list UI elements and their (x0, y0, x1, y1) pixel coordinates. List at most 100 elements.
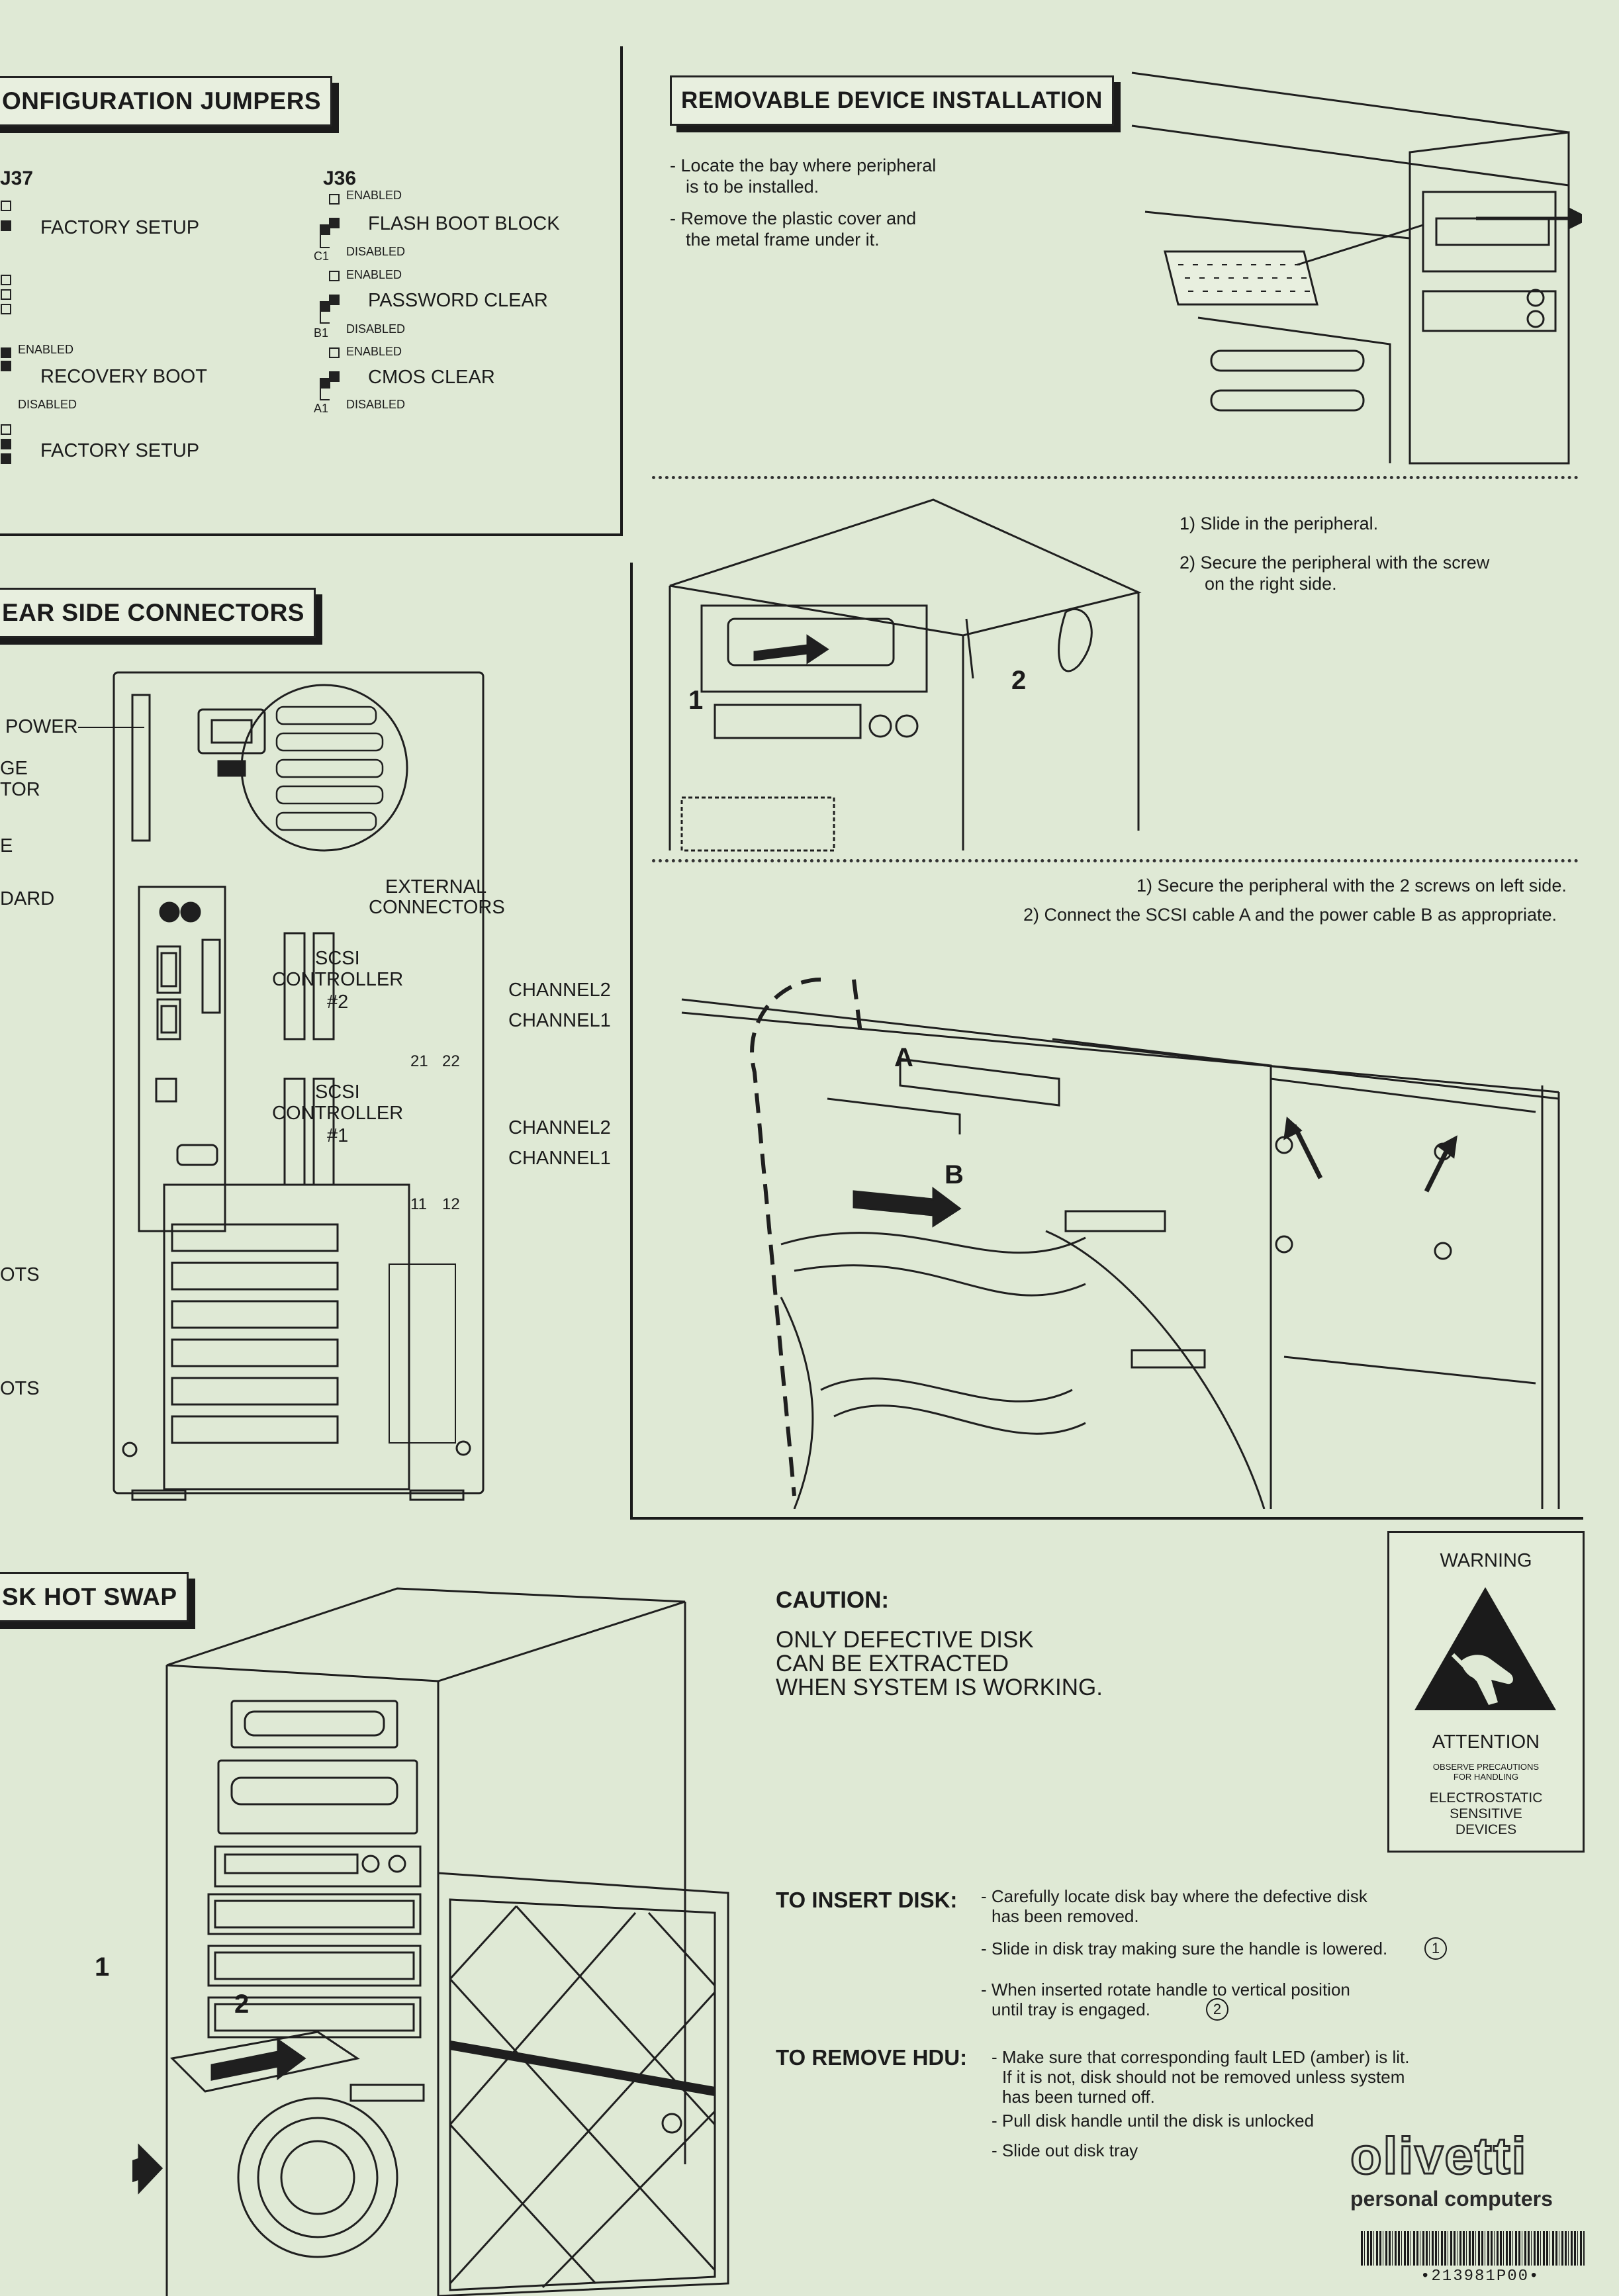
insert-step-1a: - Carefully locate disk bay where the de… (981, 1886, 1367, 1906)
attention-label: ATTENTION (1432, 1731, 1540, 1753)
label-scsi-1-3: #1 (327, 1125, 349, 1146)
j37-label: J37 (0, 167, 34, 189)
remove-step-1c: has been turned off. (1002, 2087, 1155, 2107)
step-remove-cover-2: the metal frame under it. (686, 230, 880, 250)
jumper-cmos-enabled: ENABLED (346, 345, 402, 358)
j36-jumper-pins (320, 194, 340, 400)
olivetti-logo: olivetti (1349, 2126, 1528, 2186)
remove-step-1b: If it is not, disk should not be removed… (1002, 2067, 1405, 2087)
label-scsi-1-2: CONTROLLER (272, 1103, 404, 1124)
label-mouse: E (0, 835, 13, 856)
secure-step-2: 2) Connect the SCSI cable A and the powe… (1023, 905, 1557, 925)
remove-step-1a: - Make sure that corresponding fault LED… (992, 2047, 1410, 2067)
caution-title: CAUTION: (776, 1587, 890, 1613)
label-channel2-b: CHANNEL2 (508, 1117, 611, 1138)
insert-step-3b: until tray is engaged. (992, 1999, 1150, 2019)
label-channel1-b: CHANNEL1 (508, 1148, 611, 1169)
insert-step-3a: - When inserted rotate handle to vertica… (981, 1980, 1350, 1999)
label-connector-22: 22 (442, 1052, 460, 1070)
caution-line-3: WHEN SYSTEM IS WORKING. (776, 1675, 1103, 1700)
warning-title: WARNING (1440, 1550, 1532, 1571)
barcode (1361, 2231, 1585, 2266)
bay-cover-illustration (1131, 71, 1582, 465)
esd-label-2: SENSITIVE (1450, 1806, 1522, 1821)
step-locate-bay-2: is to be installed. (686, 177, 819, 197)
barcode-number: •213981P00• (1420, 2268, 1540, 2285)
label-slots-1: OTS (0, 1264, 40, 1285)
caution-line-2: CAN BE EXTRACTED (776, 1651, 1009, 1676)
panel-divider (630, 1517, 1583, 1520)
jumper-cmos-pin: A1 (314, 402, 329, 415)
slide-step-2a: 2) Secure the peripheral with the screw (1180, 553, 1490, 573)
cable-connection-illustration (681, 978, 1560, 1509)
label-scsi-1-1: SCSI (315, 1081, 360, 1103)
leader-line (78, 727, 144, 728)
label-channel1-a: CHANNEL1 (508, 1010, 611, 1031)
panel-divider (0, 533, 623, 536)
rear-panel-illustration (113, 671, 485, 1501)
section-separator (652, 476, 1579, 479)
hot-swap-arrow-2: 2 (234, 1990, 250, 2019)
removable-device-title: REMOVABLE DEVICE INSTALLATION (670, 75, 1114, 126)
slide-step-1: 1) Slide in the peripheral. (1180, 514, 1379, 533)
cable-label-a: A (894, 1043, 913, 1072)
observe-precautions-1: OBSERVE PRECAUTIONS (1432, 1762, 1540, 1772)
jumper-password-clear: PASSWORD CLEAR (368, 290, 548, 311)
jumper-flash-boot-block: FLASH BOOT BLOCK (368, 213, 560, 234)
insert-step-2: - Slide in disk tray making sure the han… (981, 1939, 1388, 1958)
remove-hdu-title: TO REMOVE HDU: (776, 2045, 968, 2070)
caution-line-1: ONLY DEFECTIVE DISK (776, 1627, 1034, 1653)
slide-label-1: 1 (688, 686, 704, 715)
insert-step-2-mark: 1 (1424, 1937, 1447, 1960)
jumper-flash-pin: C1 (314, 250, 330, 263)
insert-disk-title: TO INSERT DISK: (776, 1888, 958, 1912)
j37-jumper-pins (1, 201, 11, 464)
config-jumpers-title: ONFIGURATION JUMPERS (0, 76, 333, 126)
label-scsi-2-1: SCSI (315, 948, 360, 969)
rear-connectors-title: EAR SIDE CONNECTORS (0, 588, 316, 638)
secure-step-1: 1) Secure the peripheral with the 2 scre… (1136, 876, 1567, 895)
label-keyboard: DARD (0, 888, 55, 909)
insert-step-1b: has been removed. (992, 1906, 1139, 1926)
insert-step-3-mark: 2 (1206, 1998, 1228, 2021)
slide-step-2b: on the right side. (1205, 574, 1337, 594)
label-voltage-selector-1: GE (0, 758, 28, 779)
j36-label: J36 (323, 167, 357, 189)
jumper-password-pin: B1 (314, 326, 329, 340)
label-connector-11: 11 (410, 1195, 427, 1213)
label-slots-2: OTS (0, 1378, 40, 1399)
slide-peripheral-illustration (669, 498, 1142, 852)
label-external-connectors-1: EXTERNAL (385, 876, 487, 897)
step-locate-bay-1: - Locate the bay where peripheral (670, 156, 937, 175)
esd-label-3: DEVICES (1455, 1822, 1517, 1837)
observe-precautions-2: FOR HANDLING (1453, 1772, 1519, 1782)
jumper-flash-disabled: DISABLED (346, 245, 406, 258)
label-scsi-2-3: #2 (327, 991, 349, 1013)
jumper-cmos-clear: CMOS CLEAR (368, 367, 495, 388)
jumper-cmos-disabled: DISABLED (346, 398, 406, 411)
cable-label-b: B (945, 1160, 964, 1189)
section-separator (652, 859, 1579, 862)
hot-swap-arrow-1: 1 (95, 1952, 110, 1982)
jumper-password-enabled: ENABLED (346, 268, 402, 281)
label-connector-12: 12 (442, 1195, 460, 1213)
brand-tagline: personal computers (1350, 2187, 1553, 2211)
jumper-recovery-enabled: ENABLED (18, 343, 74, 356)
step-remove-cover-1: - Remove the plastic cover and (670, 208, 917, 228)
jumper-factory-setup-1: FACTORY SETUP (40, 217, 200, 238)
jumper-recovery-boot: RECOVERY BOOT (40, 366, 207, 387)
jumper-factory-setup-2: FACTORY SETUP (40, 440, 200, 461)
label-power: POWER (5, 716, 78, 737)
jumper-recovery-disabled: DISABLED (18, 398, 77, 411)
jumper-flash-enabled: ENABLED (346, 189, 402, 202)
panel-divider (620, 46, 623, 536)
panel-divider (630, 563, 633, 1520)
jumper-password-disabled: DISABLED (346, 322, 406, 336)
remove-step-2: - Pull disk handle until the disk is unl… (992, 2111, 1315, 2131)
esd-warning-box: WARNING ATTENTION OBSERVE PRECAUTIONS FO… (1387, 1531, 1585, 1853)
remove-step-3: - Slide out disk tray (992, 2140, 1138, 2160)
label-external-connectors-2: CONNECTORS (369, 897, 505, 918)
slide-label-2: 2 (1011, 666, 1027, 695)
esd-label-1: ELECTROSTATIC (1429, 1790, 1543, 1806)
label-channel2-a: CHANNEL2 (508, 980, 611, 1001)
